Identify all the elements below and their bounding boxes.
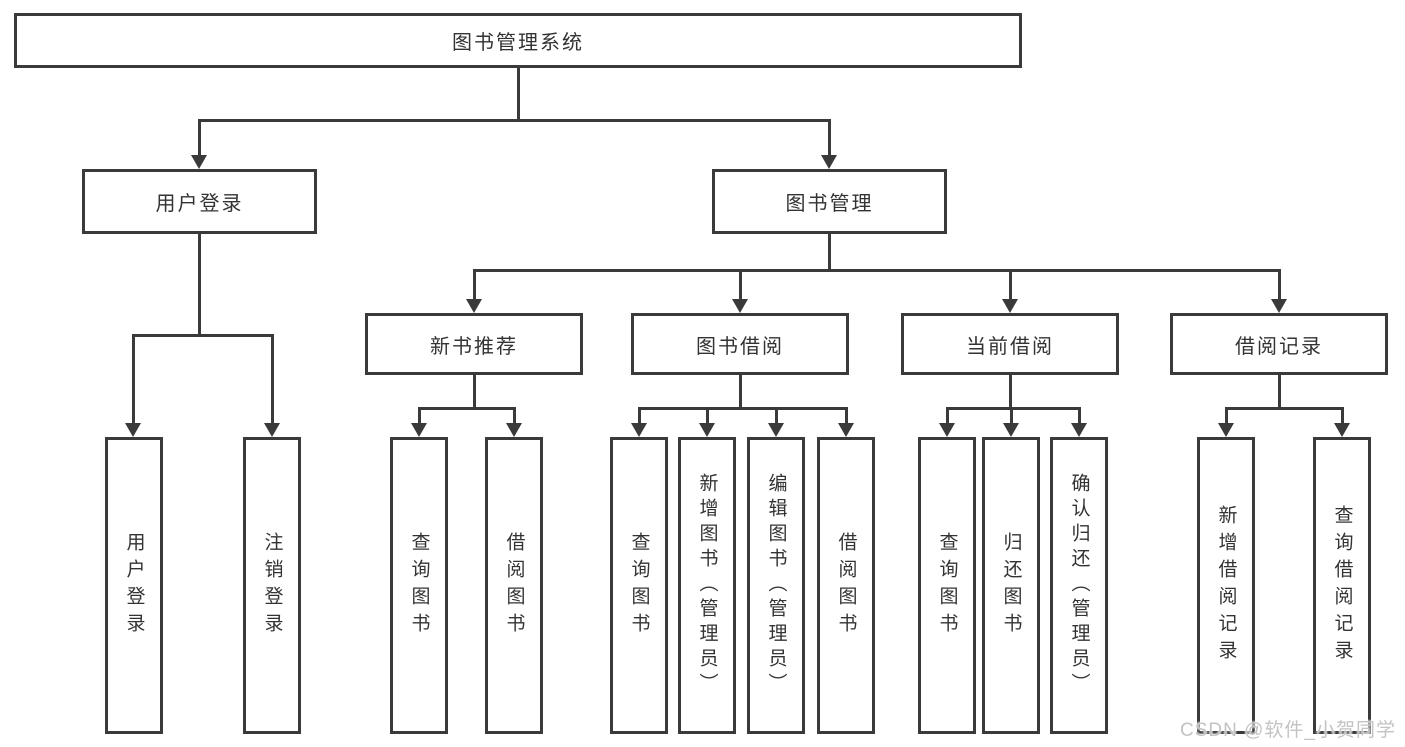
connector-line (637, 408, 641, 425)
arrow-down-icon (1002, 299, 1018, 313)
node-label: 当前借阅 (966, 335, 1054, 358)
connector-line (1077, 408, 1081, 425)
arrow-down-icon (506, 423, 522, 437)
connector-line (705, 408, 709, 425)
connector-line (1009, 408, 1013, 425)
node-label: 归还图书 (1000, 531, 1022, 640)
arrow-down-icon (191, 155, 207, 169)
leaf-return-book: 归还图书 (982, 437, 1040, 734)
connector-line (417, 406, 516, 410)
leaf-confirm-return-admin: 确认归还（管理员） (1050, 437, 1108, 734)
arrow-down-icon (699, 423, 715, 437)
connector-line (1277, 375, 1281, 408)
leaf-edit-book-admin: 编辑图书（管理员） (747, 437, 805, 734)
leaf-query-borrow-record: 查询借阅记录 (1313, 437, 1371, 734)
connector-line (827, 234, 831, 270)
node-label: 确认归还（管理员） (1068, 473, 1090, 698)
connector-line (844, 408, 848, 425)
connector-line (516, 68, 520, 120)
arrow-down-icon (768, 423, 784, 437)
arrow-down-icon (264, 423, 280, 437)
node-current-borrow: 当前借阅 (901, 313, 1119, 375)
leaf-borrow-book-recommend: 借阅图书 (485, 437, 543, 734)
leaf-query-book-borrow: 查询图书 (610, 437, 668, 734)
leaf-logout: 注销登录 (243, 437, 301, 734)
connector-line (417, 408, 421, 425)
leaf-query-book-current: 查询图书 (918, 437, 976, 734)
arrow-down-icon (838, 423, 854, 437)
arrow-down-icon (466, 299, 482, 313)
node-label: 用户登录 (155, 193, 244, 215)
connector-line (512, 408, 516, 425)
node-label: 用户登录 (123, 531, 145, 640)
node-label: 借阅图书 (503, 531, 525, 640)
arrow-down-icon (1003, 423, 1019, 437)
node-label: 编辑图书（管理员） (765, 473, 787, 698)
node-label: 借阅记录 (1235, 335, 1323, 358)
watermark: CSDN @软件_小贺同学 (1180, 720, 1396, 741)
node-system-root: 图书管理系统 (14, 13, 1022, 68)
node-label: 注销登录 (261, 531, 283, 640)
connector-line (472, 268, 1281, 272)
connector-line (1008, 375, 1012, 408)
node-label: 借阅图书 (835, 531, 857, 640)
connector-line (131, 335, 135, 425)
connector-line (1340, 408, 1344, 425)
connector-line (637, 406, 848, 410)
arrow-down-icon (631, 423, 647, 437)
arrow-down-icon (821, 155, 837, 169)
node-label: 查询借阅记录 (1331, 504, 1353, 667)
arrow-down-icon (1218, 423, 1234, 437)
connector-line (774, 408, 778, 425)
connector-line (197, 234, 201, 335)
connector-line (131, 333, 274, 337)
arrow-down-icon (411, 423, 427, 437)
node-borrow-record: 借阅记录 (1170, 313, 1388, 375)
leaf-user-login: 用户登录 (105, 437, 163, 734)
connector-line (197, 120, 201, 157)
connector-line (270, 335, 274, 425)
connector-line (945, 406, 1081, 410)
leaf-add-borrow-record: 新增借阅记录 (1197, 437, 1255, 734)
connector-line (1008, 270, 1012, 301)
arrow-down-icon (939, 423, 955, 437)
node-new-book-recommend: 新书推荐 (365, 313, 583, 375)
node-label: 新增借阅记录 (1215, 504, 1237, 667)
connector-line (945, 408, 949, 425)
node-label: 图书管理 (785, 193, 874, 215)
connector-line (1277, 270, 1281, 301)
connector-line (827, 120, 831, 157)
node-label: 查询图书 (628, 531, 650, 640)
node-label: 新书推荐 (430, 335, 518, 358)
arrow-down-icon (1271, 299, 1287, 313)
arrow-down-icon (1071, 423, 1087, 437)
node-label: 查询图书 (936, 531, 958, 640)
connector-line (738, 270, 742, 301)
node-user-login: 用户登录 (82, 169, 317, 234)
connector-line (738, 375, 742, 408)
node-book-management: 图书管理 (712, 169, 947, 234)
node-label: 查询图书 (408, 531, 430, 640)
connector-line (1224, 408, 1228, 425)
connector-line (197, 118, 831, 122)
node-book-borrow: 图书借阅 (631, 313, 849, 375)
arrow-down-icon (732, 299, 748, 313)
node-label: 图书借阅 (696, 335, 784, 358)
connector-line (472, 375, 476, 408)
node-label: 新增图书（管理员） (696, 473, 718, 698)
leaf-query-book-recommend: 查询图书 (390, 437, 448, 734)
connector-line (1224, 406, 1344, 410)
node-label: 图书管理系统 (452, 32, 584, 54)
arrow-down-icon (1334, 423, 1350, 437)
connector-line (472, 270, 476, 301)
arrow-down-icon (125, 423, 141, 437)
leaf-add-book-admin: 新增图书（管理员） (678, 437, 736, 734)
leaf-borrow-book: 借阅图书 (817, 437, 875, 734)
